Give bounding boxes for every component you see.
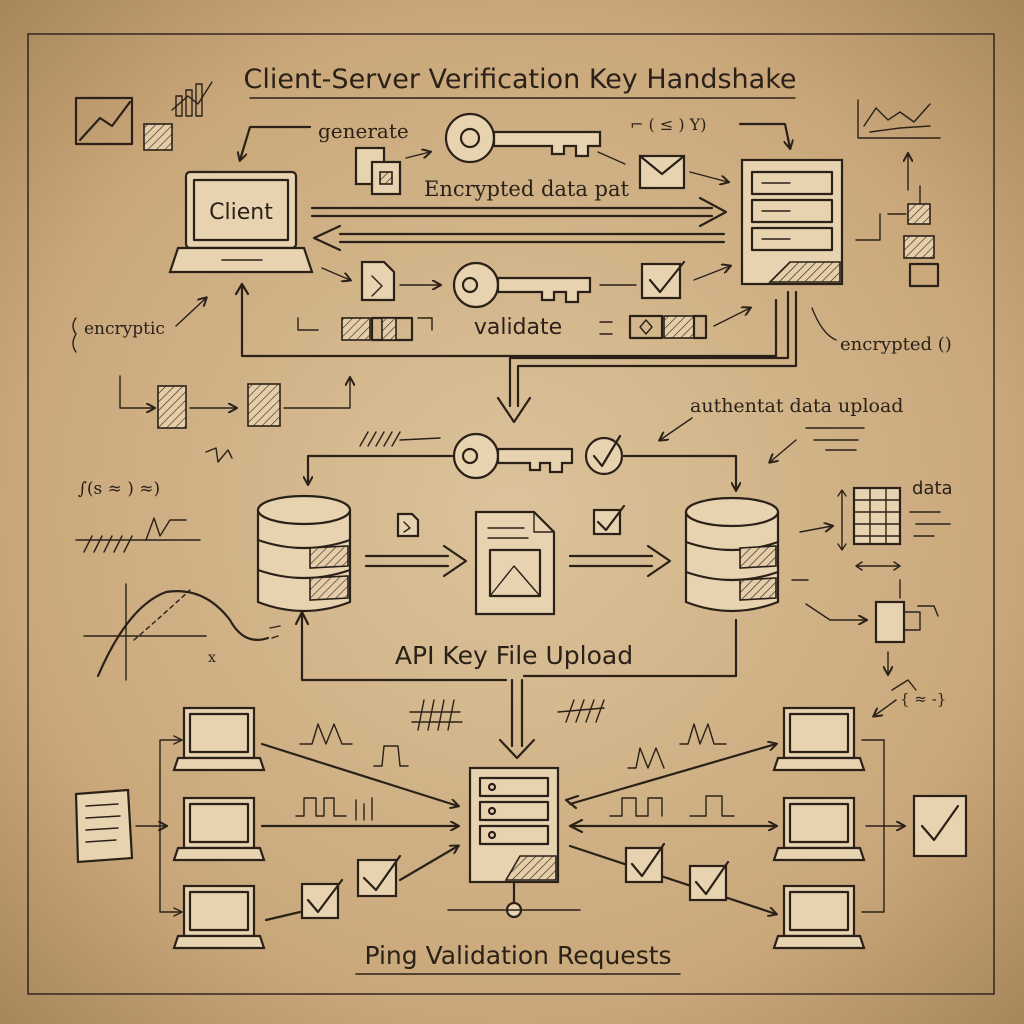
database-right-icon xyxy=(684,496,780,613)
upload-down-arrow xyxy=(510,678,524,748)
formula-top: ⌐ ( ≤ ) Y) xyxy=(630,115,706,134)
checkbox-bottom-left-2 xyxy=(356,854,402,898)
encryptic-label: encryptic xyxy=(84,319,165,339)
ping-validation-requests-label: Ping Validation Requests xyxy=(364,941,671,970)
encrypted-data-path-label: Encrypted data pat xyxy=(424,177,630,201)
document-icon xyxy=(474,510,556,616)
process-box-icon xyxy=(805,579,939,674)
laptop-right-middle xyxy=(772,796,866,862)
laptop-right-bottom xyxy=(772,884,866,950)
pulse-left-top xyxy=(299,723,409,767)
mini-chart-icon xyxy=(857,99,941,139)
checkbox-bottom-right-1 xyxy=(624,842,666,884)
generate-label: generate xyxy=(318,119,409,143)
file-icon xyxy=(360,260,396,302)
flow-blocks-icon xyxy=(855,185,940,288)
authentat-data-upload-label: authentat data upload xyxy=(690,395,903,417)
small-file-top-left xyxy=(396,512,420,538)
hatch-marks-top xyxy=(359,431,441,447)
left-curve-chart xyxy=(83,583,270,681)
arrow-to-server xyxy=(310,206,714,218)
laptop-left-bottom xyxy=(172,884,266,950)
client-laptop xyxy=(168,170,314,274)
checkbox-bottom-right-2 xyxy=(688,860,730,902)
upload-key-icon xyxy=(452,432,574,480)
central-server-icon xyxy=(447,766,581,919)
squiggle-right-label: { ≈ -} xyxy=(900,690,946,708)
data-label: data xyxy=(912,478,953,499)
data-table-icon xyxy=(837,486,951,571)
chart-icon xyxy=(74,81,213,151)
pulse-right-middle xyxy=(609,795,735,817)
envelope-icon xyxy=(638,154,686,190)
checkbox-icon xyxy=(640,260,686,300)
api-key-file-upload-label: API Key File Upload xyxy=(395,641,633,670)
formula-left: ∫(s ≈ ) ≈) xyxy=(78,479,160,499)
small-checkbox-middle xyxy=(592,504,626,536)
validation-key-icon xyxy=(452,261,592,309)
laptop-left-top xyxy=(172,706,266,772)
checklist-document-icon xyxy=(912,794,968,858)
left-flow-icon xyxy=(119,375,350,463)
arrow-doc-to-db xyxy=(568,554,654,568)
x-axis-label: x xyxy=(208,650,216,666)
pulse-left-middle xyxy=(295,797,373,821)
arrow-to-client xyxy=(338,232,726,244)
laptop-right-top xyxy=(772,706,866,772)
notes-document-icon xyxy=(74,788,134,864)
page-border xyxy=(27,33,995,995)
checkbox-bottom-left-1 xyxy=(300,878,344,920)
server-rack-icon xyxy=(740,158,844,286)
hatch-marks-bottom xyxy=(409,699,605,731)
left-waveform-icon xyxy=(75,517,201,553)
server-down-arrow xyxy=(508,290,798,408)
small-formula-right xyxy=(805,427,865,451)
diagram-title: Client-Server Verification Key Handshake xyxy=(244,64,797,95)
client-label: Client xyxy=(209,200,273,225)
validate-blocks-left xyxy=(297,316,433,342)
encryption-key-icon xyxy=(444,112,602,164)
document-stack-icon xyxy=(354,146,402,196)
encrypted-paren-label: encrypted () xyxy=(840,334,952,355)
pulse-right-top xyxy=(627,723,727,769)
database-left-icon xyxy=(256,494,352,613)
laptop-left-middle xyxy=(172,796,266,862)
check-circle-icon xyxy=(584,434,624,476)
validate-label: validate xyxy=(474,315,562,340)
validate-blocks-right xyxy=(599,314,708,340)
arrow-db-to-doc xyxy=(364,554,450,568)
